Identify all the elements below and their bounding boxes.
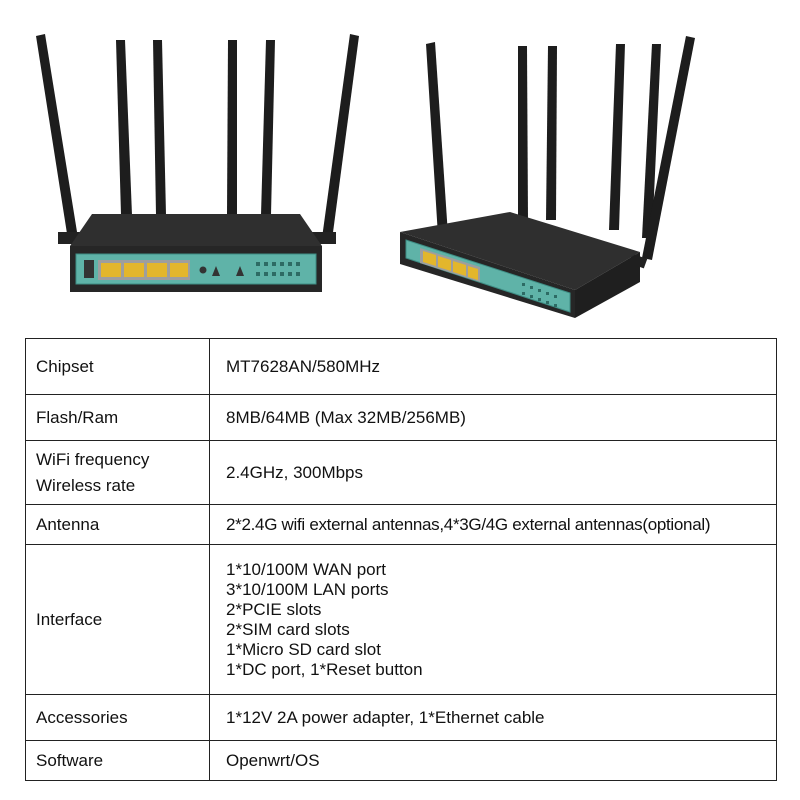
spec-value: 2*2.4G wifi external antennas,4*3G/4G ex…	[209, 504, 777, 545]
antenna	[518, 46, 528, 220]
spec-label: Chipset	[25, 338, 210, 395]
spec-label: Antenna	[25, 504, 210, 545]
product-photos	[0, 0, 800, 330]
spec-row-interface: Interface 1*10/100M WAN port 3*10/100M L…	[25, 544, 777, 695]
spec-value: Openwrt/OS	[209, 740, 777, 781]
antenna	[546, 46, 557, 220]
antenna	[153, 40, 166, 215]
spec-value: 2.4GHz, 300Mbps	[209, 440, 777, 505]
spec-row-flash-ram: Flash/Ram 8MB/64MB (Max 32MB/256MB)	[25, 394, 777, 441]
spec-label: Interface	[25, 544, 210, 695]
spec-label: Software	[25, 740, 210, 781]
spec-value: 1*10/100M WAN port 3*10/100M LAN ports 2…	[209, 544, 777, 695]
antenna	[642, 36, 695, 260]
spec-row-software: Software Openwrt/OS	[25, 740, 777, 781]
antenna	[322, 34, 359, 240]
antenna	[609, 44, 625, 230]
router-front-image	[36, 34, 359, 292]
spec-row-chipset: Chipset MT7628AN/580MHz	[25, 338, 777, 395]
spec-value: 8MB/64MB (Max 32MB/256MB)	[209, 394, 777, 441]
antenna	[426, 42, 448, 236]
antenna	[261, 40, 275, 215]
spec-value: 1*12V 2A power adapter, 1*Ethernet cable	[209, 694, 777, 741]
spec-row-accessories: Accessories 1*12V 2A power adapter, 1*Et…	[25, 694, 777, 741]
spec-label: WiFi frequency Wireless rate	[25, 440, 210, 505]
spec-table: Chipset MT7628AN/580MHz Flash/Ram 8MB/64…	[25, 338, 777, 781]
spec-label: Accessories	[25, 694, 210, 741]
antenna	[642, 44, 661, 238]
spec-value: MT7628AN/580MHz	[209, 338, 777, 395]
antenna	[116, 40, 132, 215]
spec-row-wifi: WiFi frequency Wireless rate 2.4GHz, 300…	[25, 440, 777, 505]
antenna	[227, 40, 237, 215]
router-angled-image	[400, 36, 695, 318]
spec-row-antenna: Antenna 2*2.4G wifi external antennas,4*…	[25, 504, 777, 545]
antenna	[36, 34, 78, 240]
spec-label: Flash/Ram	[25, 394, 210, 441]
